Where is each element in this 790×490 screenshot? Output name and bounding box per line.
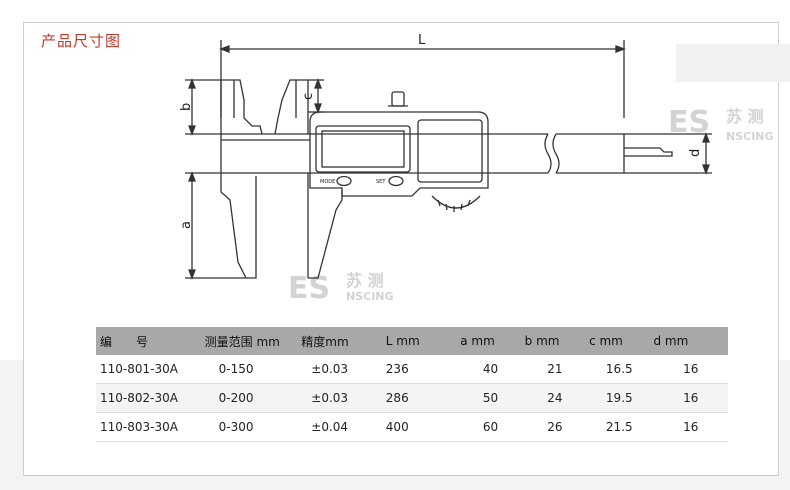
- upper-sliding-jaw: [274, 79, 309, 135]
- b-arrow-bottom: [188, 125, 196, 136]
- beam-break-left: [544, 133, 552, 174]
- cell-range: 0-300: [200, 412, 298, 442]
- cell-l: 400: [381, 412, 457, 442]
- slider-body: [309, 111, 489, 197]
- table-row: 110-802-30A 0-200 ±0.03 286 50 24 19.5 1…: [96, 383, 728, 413]
- cell-c: 21.5: [585, 412, 650, 442]
- table-row: 110-801-30A 0-150 ±0.03 236 40 21 16.5 1…: [96, 355, 728, 384]
- cell-accuracy: ±0.04: [297, 412, 382, 442]
- cell-b: 24: [520, 383, 586, 413]
- c-arrow-top: [314, 78, 322, 89]
- slider-side-panel: [417, 119, 483, 183]
- caliper-dimension-drawing: ES 苏 测 NSCING ES 苏 测 NSCING: [179, 33, 774, 306]
- cell-model: 110-802-30A: [96, 383, 201, 413]
- watermark-en: NSCING: [726, 130, 774, 143]
- watermark-center-cn: 苏 测: [346, 271, 384, 290]
- watermark-center: ES 苏 测 NSCING: [288, 271, 394, 306]
- set-button-label: SET: [376, 179, 386, 185]
- cell-a: 60: [456, 412, 521, 442]
- page-title: 产品尺寸图: [41, 32, 122, 50]
- cell-accuracy: ±0.03: [297, 355, 382, 384]
- a-arrow-top: [188, 171, 196, 182]
- set-button-icon: [388, 175, 404, 187]
- depth-rod: [624, 147, 673, 157]
- cell-model: 110-801-30A: [96, 355, 201, 384]
- lower-sliding-jaw: [307, 173, 343, 279]
- side-gray-block: [676, 44, 790, 82]
- header-d: d mm: [649, 327, 728, 355]
- watermark-center-en: NSCING: [346, 290, 394, 303]
- cell-d: 16: [649, 355, 728, 384]
- cell-range: 0-200: [200, 383, 298, 413]
- cell-range: 0-150: [200, 355, 298, 384]
- d-arrow-top: [702, 132, 710, 143]
- cell-b: 21: [520, 355, 586, 384]
- cell-c: 19.5: [585, 383, 650, 413]
- lock-screw: [391, 91, 405, 107]
- watermark-top-right: ES 苏 测 NSCING: [668, 105, 774, 143]
- lower-fixed-jaw: [220, 173, 257, 279]
- label-d: d: [688, 149, 703, 157]
- a-arrow-bottom: [188, 269, 196, 280]
- cell-l: 286: [381, 383, 457, 413]
- b-arrow-top: [188, 78, 196, 89]
- cell-a: 50: [456, 383, 521, 413]
- watermark-center-logo: ES: [288, 271, 330, 306]
- cell-a: 40: [456, 355, 521, 384]
- cell-d: 16: [649, 412, 728, 442]
- spec-table: 编 号 测量范围 mm 精度mm L mm a mm b mm c mm d m…: [96, 327, 728, 442]
- header-b: b mm: [520, 327, 586, 355]
- cell-d: 16: [649, 383, 728, 413]
- cell-c: 16.5: [585, 355, 650, 384]
- label-l: L: [418, 33, 426, 48]
- beam-break-right: [552, 133, 560, 174]
- table-header-row: 编 号 测量范围 mm 精度mm L mm a mm b mm c mm d m…: [96, 327, 728, 355]
- cell-model: 110-803-30A: [96, 412, 201, 442]
- header-range: 测量范围 mm: [200, 327, 298, 355]
- watermark-logo: ES: [668, 105, 710, 140]
- label-c: c: [301, 93, 316, 100]
- header-accuracy: 精度mm: [297, 327, 382, 355]
- header-c: c mm: [585, 327, 650, 355]
- lcd-screen: [321, 130, 405, 168]
- mode-button-icon: [336, 175, 352, 187]
- table-row: 110-803-30A 0-300 ±0.04 400 60 26 21.5 1…: [96, 412, 728, 442]
- cell-b: 26: [520, 412, 586, 442]
- header-model: 编 号: [96, 327, 201, 355]
- label-b: b: [179, 103, 194, 111]
- l-arrow-right: [615, 45, 626, 53]
- d-arrow-bottom: [702, 164, 710, 175]
- c-arrow-bottom: [314, 103, 322, 114]
- label-a: a: [179, 221, 194, 229]
- upper-fixed-jaw: [220, 79, 263, 135]
- header-l: L mm: [381, 327, 457, 355]
- thumb-wheel-grip: [437, 199, 471, 212]
- cell-l: 236: [381, 355, 457, 384]
- thumb-wheel: [431, 195, 481, 209]
- lcd-display-frame: [315, 125, 411, 173]
- watermark-cn: 苏 测: [726, 107, 764, 126]
- mode-button-label: MODE: [320, 179, 335, 185]
- cell-accuracy: ±0.03: [297, 383, 382, 413]
- header-a: a mm: [456, 327, 521, 355]
- l-arrow-left: [219, 45, 230, 53]
